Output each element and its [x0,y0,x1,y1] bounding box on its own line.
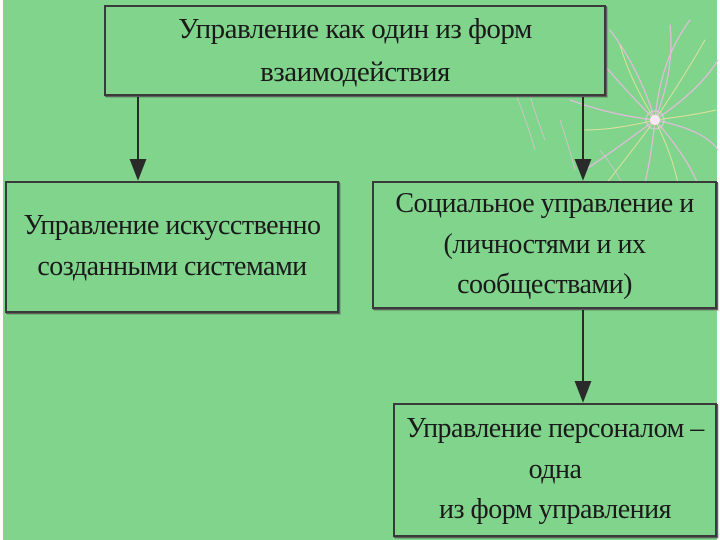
arrow-to-middle-box-head [576,160,590,178]
left-box-line1: Управление искусственно [23,206,320,247]
top-box-label: Управление как один из форм взаимодейств… [106,8,604,92]
middle-box-line2: (личностями и их сообществами) [374,225,715,306]
arrow-to-left-box-head [131,160,145,178]
middle-box-social-management: Социальное управление и (личностями и их… [372,181,717,309]
bottom-box-personnel-management: Управление персоналом – одна из форм упр… [393,403,717,537]
slide-left-edge [0,0,3,540]
left-box-line2: созданными системами [23,247,320,288]
left-box-artificial-systems: Управление искусственно созданными систе… [5,181,339,313]
bottom-box-line1: Управление персоналом – одна [395,409,715,490]
middle-box-line1: Социальное управление и [374,184,715,225]
top-box-management-interaction: Управление как один из форм взаимодейств… [104,5,606,96]
arrow-to-bottom-box-head [576,382,590,400]
bottom-box-line2: из форм управления [395,490,715,531]
